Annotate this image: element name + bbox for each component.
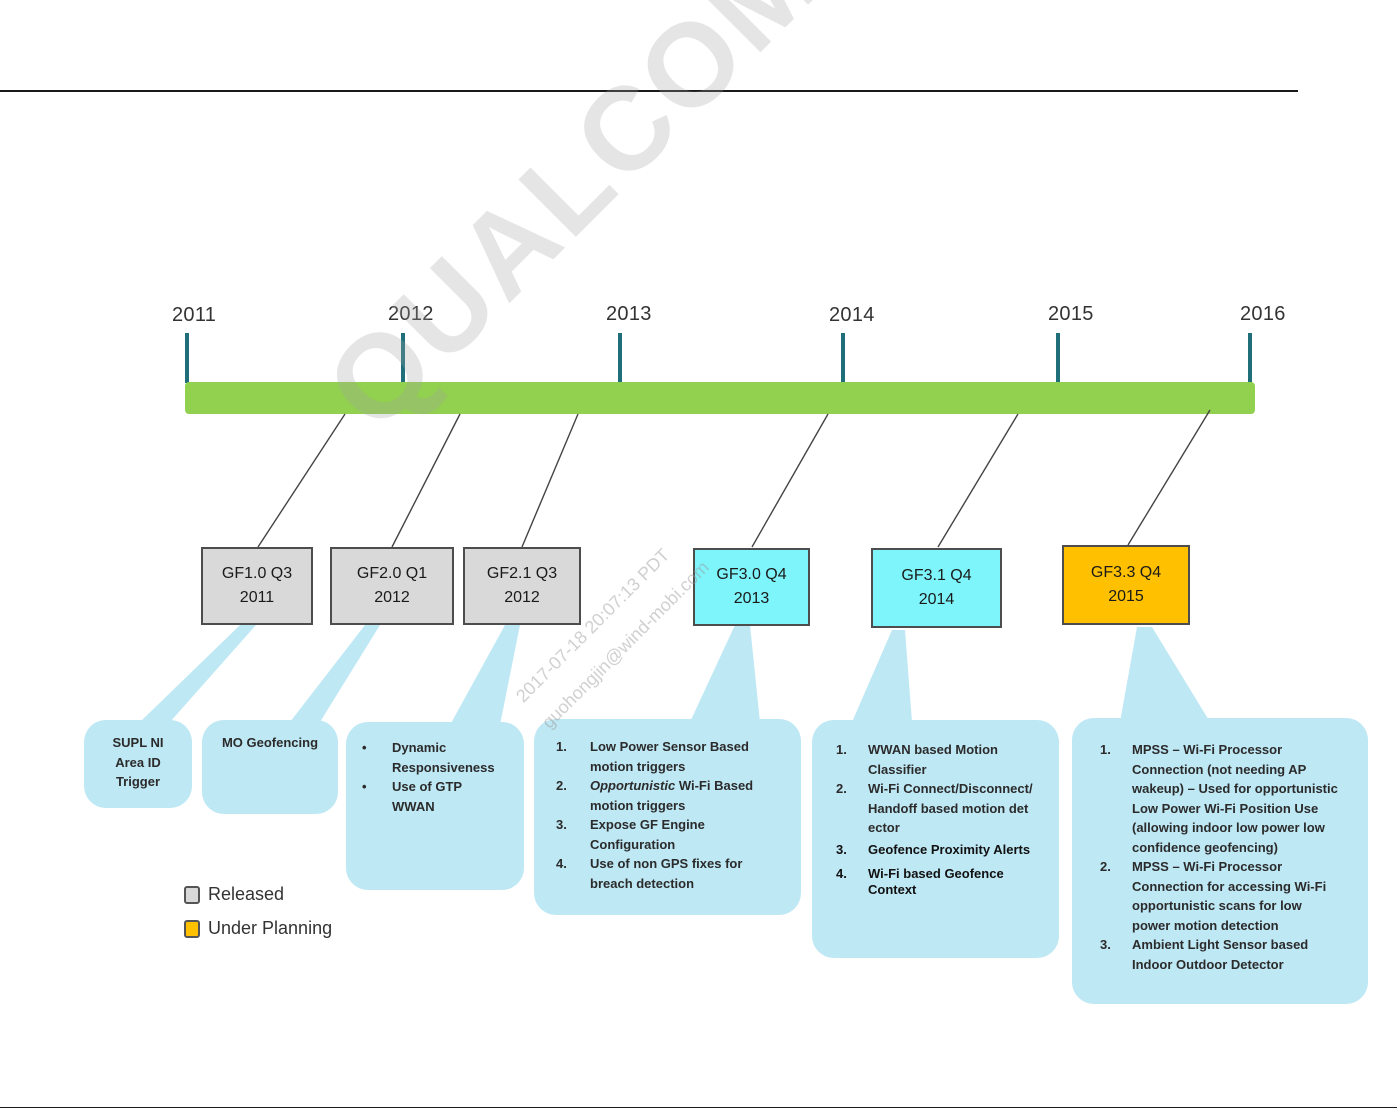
release-gf30: GF3.0 Q4 2013	[693, 548, 810, 626]
year-label-2014: 2014	[829, 304, 875, 326]
release-version: GF2.0 Q1	[356, 565, 428, 582]
connector-gf21	[521, 413, 579, 548]
year-tick-2016	[1248, 333, 1252, 383]
legend-swatch-released	[184, 885, 200, 904]
connector-gf20	[391, 413, 461, 548]
list-item: 3.Expose GF Engine Configuration	[556, 817, 705, 852]
release-gf33: GF3.3 Q4 2015	[1062, 545, 1190, 625]
list-item: 2.Opportunistic Wi-Fi Based motion trigg…	[556, 778, 754, 813]
bottom-rule	[0, 1107, 1397, 1108]
connector-gf10	[257, 413, 346, 548]
release-year: 2011	[239, 589, 275, 606]
release-version: GF3.1 Q4	[901, 567, 972, 584]
note-line: SUPL NI	[112, 735, 164, 750]
list-item: 3.Geofence Proximity Alerts	[836, 841, 1031, 857]
callout-pointer-gf33	[1120, 627, 1210, 722]
callout-pointer-gf30	[690, 625, 760, 722]
callout-pointer-gf20	[290, 625, 380, 722]
year-label-2013: 2013	[606, 303, 652, 325]
note-gf10: SUPL NI Area ID Trigger	[84, 720, 192, 808]
release-gf21: GF2.1 Q3 2012	[463, 547, 581, 625]
connector-gf33	[1127, 409, 1211, 546]
note-line: Trigger	[115, 774, 161, 789]
callout-pointer-gf21	[450, 625, 520, 725]
list-item: •Use of GTP WWAN	[362, 779, 462, 814]
connector-gf30	[751, 413, 829, 548]
note-gf31: 1.WWAN based Motion Classifier 2.Wi-Fi C…	[812, 720, 1059, 958]
release-year: 2012	[504, 589, 540, 606]
year-tick-2013	[618, 333, 622, 383]
release-version: GF3.0 Q4	[716, 566, 787, 583]
year-tick-2011	[185, 333, 189, 383]
release-gf31: GF3.1 Q4 2014	[871, 548, 1002, 628]
top-rule	[0, 90, 1298, 92]
year-label-2011: 2011	[172, 304, 217, 326]
release-year: 2014	[918, 591, 955, 608]
list-item: 1.MPSS – Wi-Fi Processor Connection (not…	[1100, 742, 1338, 855]
callout-pointer-gf31	[852, 630, 912, 722]
year-label-2012: 2012	[388, 303, 434, 325]
note-line: MO Geofencing	[221, 735, 319, 750]
timeline-bar	[185, 382, 1255, 414]
note-gf33: 1.MPSS – Wi-Fi Processor Connection (not…	[1072, 718, 1368, 1004]
legend-label: Released	[208, 884, 285, 904]
list-item: •Dynamic Responsiveness	[362, 740, 495, 775]
callout-pointer-gf10	[140, 625, 256, 722]
release-gf10: GF1.0 Q3 2011	[201, 547, 313, 625]
list-item: 4.Wi-Fi based Geofence Context	[836, 865, 1004, 897]
legend-released: Released	[184, 884, 284, 905]
release-version: GF1.0 Q3	[221, 565, 293, 582]
year-label-2015: 2015	[1048, 303, 1094, 325]
list-item: 2.MPSS – Wi-Fi Processor Connection for …	[1100, 859, 1327, 933]
note-gf30: 1.Low Power Sensor Based motion triggers…	[534, 719, 801, 915]
year-tick-2015	[1056, 333, 1060, 383]
release-gf20: GF2.0 Q1 2012	[330, 547, 454, 625]
legend-swatch-planned	[184, 919, 200, 938]
year-tick-2014	[841, 333, 845, 383]
year-tick-2012	[401, 333, 405, 383]
note-line: Area ID	[115, 754, 161, 770]
list-item: 2.Wi-Fi Connect/Disconnect/Handoff based…	[836, 781, 1033, 835]
list-item: 4.Use of non GPS fixes for breach detect…	[556, 856, 743, 891]
release-year: 2013	[733, 590, 770, 607]
note-emphasis: Opportunistic	[590, 778, 676, 793]
list-item: 1.WWAN based Motion Classifier	[836, 742, 998, 777]
release-version: GF3.3 Q4	[1090, 564, 1162, 581]
release-year: 2015	[1108, 588, 1144, 605]
list-item: 1.Low Power Sensor Based motion triggers	[556, 739, 749, 774]
release-version: GF2.1 Q3	[486, 565, 558, 582]
connector-gf31	[937, 413, 1019, 548]
legend-label: Under Planning	[208, 918, 333, 938]
note-gf21: •Dynamic Responsiveness •Use of GTP WWAN	[346, 722, 524, 890]
note-gf20: MO Geofencing	[202, 720, 338, 814]
legend-planned: Under Planning	[184, 918, 332, 939]
list-item: 3.Ambient Light Sensor based Indoor Outd…	[1100, 937, 1309, 972]
release-year: 2012	[374, 589, 410, 606]
year-label-2016: 2016	[1240, 303, 1286, 325]
